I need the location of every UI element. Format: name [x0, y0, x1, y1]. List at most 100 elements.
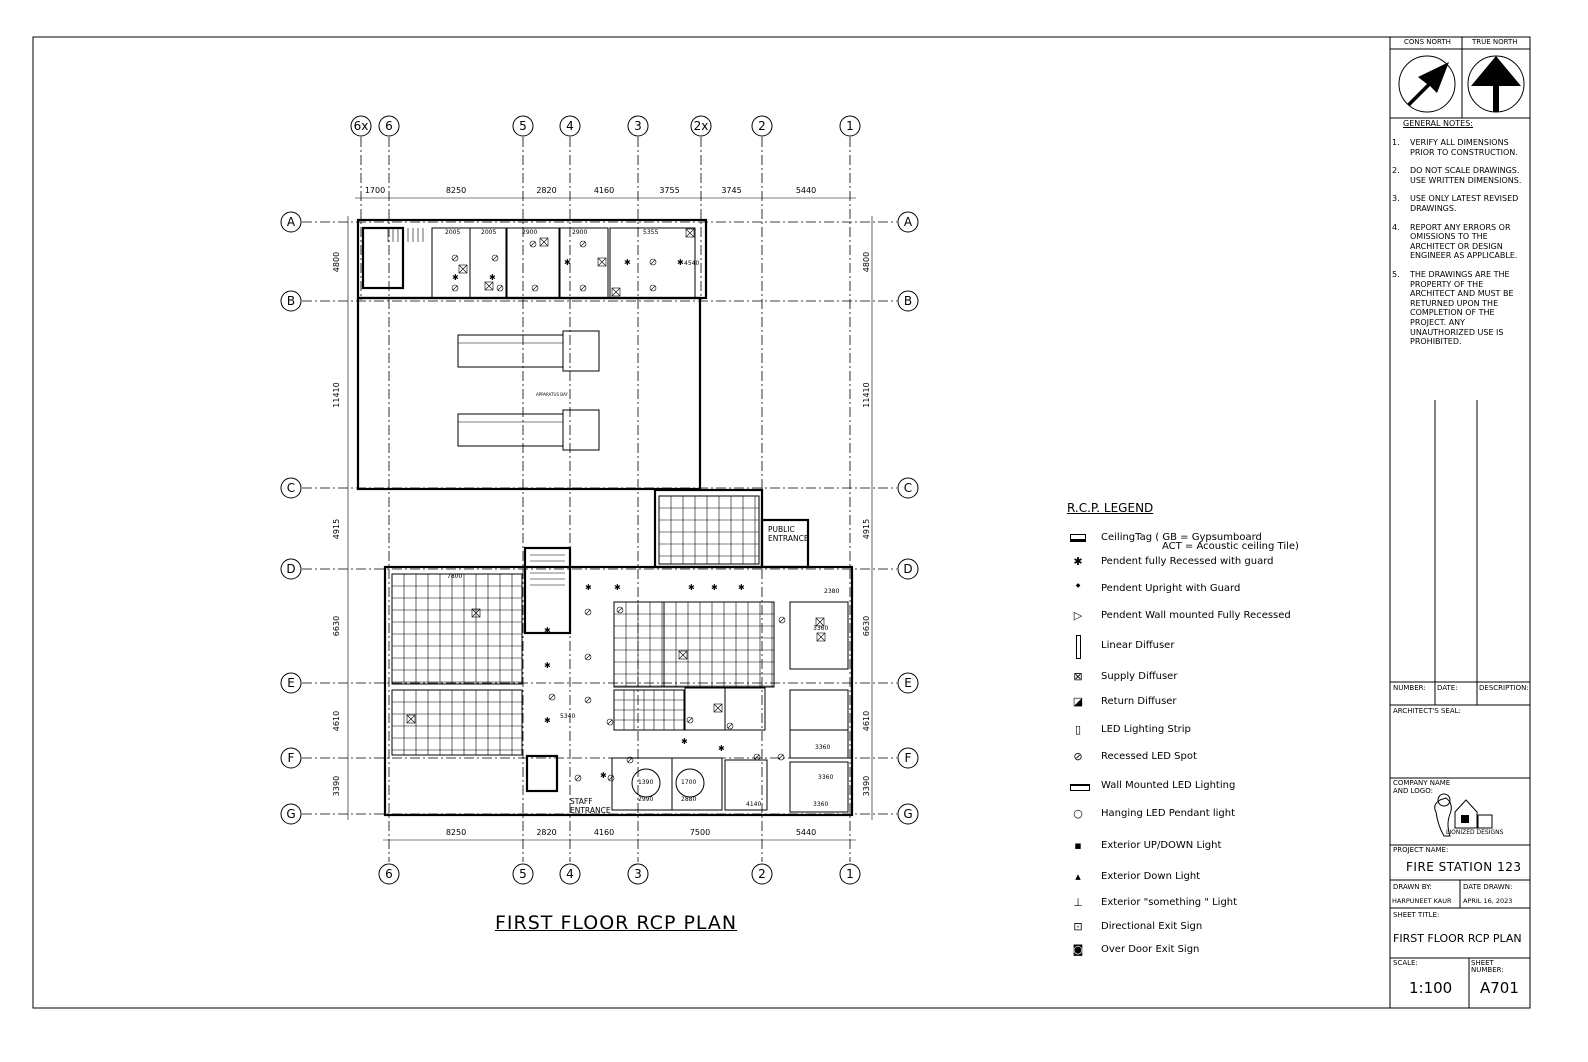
staff-entrance-label: STAFF [570, 797, 593, 806]
pendent-recessed-icon: ✱ [544, 716, 551, 725]
pendent-recessed-icon: ✱ [681, 737, 688, 746]
recessed-led-spot-icon [626, 756, 634, 764]
grid-bubble-right-label: F [904, 751, 912, 765]
pendent-recessed-icon: ✱ [544, 626, 551, 635]
dimension-left: 3390 [332, 775, 341, 797]
title-block-lines [1389, 37, 1530, 1008]
captain-office-1-ceiling [658, 495, 760, 565]
company-logo-icon [1434, 793, 1493, 837]
grid-bubble-bottom [751, 863, 773, 885]
grid-bubble-right-label: A [903, 215, 913, 229]
grid-bubble-right [897, 558, 919, 580]
recessed-led-spot-icon [574, 774, 582, 782]
cons-north-icon [1398, 55, 1456, 113]
drawing-title: FIRST FLOOR RCP PLAN [495, 912, 738, 934]
pendent-recessed-icon: ✱ [624, 258, 631, 267]
spot-mark [779, 617, 785, 623]
grid-bubble-left-label: E [287, 676, 295, 690]
recessed-led-spot-icon [584, 696, 592, 704]
sheet-title: FIRST FLOOR RCP PLAN [1393, 932, 1522, 945]
pendent-recessed-icon: ✱ [452, 273, 459, 282]
grid-bubble-left [280, 803, 302, 825]
recessed-led-spot-icon [649, 284, 657, 292]
dimension-top: 8250 [445, 186, 467, 195]
grid-bubble-bottom [627, 863, 649, 885]
grid-bubble-bottom [512, 863, 534, 885]
grid-bubble-bottom-label: 1 [846, 867, 854, 881]
recessed-led-spot-icon [531, 284, 539, 292]
diffuser-cross [685, 228, 695, 238]
fire-truck-cab [562, 409, 600, 451]
dimension-left: 4915 [332, 518, 341, 539]
public-entrance-vestibule [760, 518, 810, 569]
recessed-led-spot-icon [606, 718, 614, 726]
company-label-2: AND LOGO: [1393, 787, 1433, 795]
grid-bubble-top [627, 115, 649, 137]
supply-diffuser-icon [484, 281, 494, 291]
diffuser-cross [406, 714, 416, 724]
grid-bubble-top [512, 115, 534, 137]
note-text: PROJECT. ANY [1410, 318, 1466, 327]
fire-truck [457, 334, 564, 368]
date-drawn-label: DATE DRAWN: [1463, 883, 1513, 891]
pendent-recessed-icon: ✱ [688, 583, 695, 592]
supply-diffuser-icon [471, 608, 481, 618]
grid-bubble-left [280, 211, 302, 233]
grid-bubble-left [280, 558, 302, 580]
spot-mark [617, 607, 623, 613]
dimension-right: 11410 [862, 381, 871, 408]
recessed-led-spot-icon [451, 284, 459, 292]
note-text: RETURNED UPON THE [1410, 298, 1499, 308]
company-label-1: COMPANY NAME [1393, 779, 1451, 787]
rev-date-label: DATE: [1437, 684, 1458, 692]
supply-diffuser-icon [713, 703, 723, 713]
diffuser-cross [815, 617, 825, 627]
sheet-title-label: SHEET TITLE: [1393, 911, 1440, 919]
grid-bubble-top-label: 3 [634, 119, 642, 133]
supply-diffuser-icon [539, 237, 549, 247]
grid-bubble-top [559, 115, 581, 137]
pendent-recessed-icon: ✱ [564, 258, 571, 267]
grid-bubble-right [897, 211, 919, 233]
grid-bubble-top-label: 6x [353, 119, 369, 133]
grid-bubble-bottom [378, 863, 400, 885]
note-number: 3. [1392, 194, 1400, 204]
legend-item-label: Hanging LED Pendant light [1101, 808, 1235, 819]
grid-bubble-right-label: B [903, 294, 913, 308]
note-number: 1. [1392, 138, 1400, 147]
spot-mark [452, 285, 458, 291]
note-text: DO NOT SCALE DRAWINGS. [1410, 166, 1520, 176]
note-text: PROPERTY OF THE [1410, 279, 1484, 289]
grid-bubble-bottom [839, 863, 861, 885]
grid-bubble-bottom-label: 5 [519, 867, 527, 881]
legend-title: R.C.P. LEGEND [1067, 501, 1154, 515]
room-dimension: 7800 [447, 573, 463, 580]
room [469, 227, 507, 299]
legend-item-label: Wall Mounted LED Lighting [1101, 780, 1236, 791]
fire-prevention-office [391, 573, 523, 685]
grid-bubble-top-label: 6 [385, 119, 393, 133]
dimension-right: 4610 [862, 710, 871, 731]
diffuser-cross [816, 632, 826, 642]
room-dimension: 4540 [684, 260, 700, 267]
dimension-bottom: 2820 [536, 828, 557, 837]
diffuser-cross [611, 287, 621, 297]
dimension-top: 2820 [536, 186, 557, 195]
supply-diffuser-icon [685, 228, 695, 238]
legend-item-label: Supply Diffuser [1101, 671, 1178, 682]
exterior-something-icon: ⊥ [1073, 896, 1083, 909]
supply-diffuser-icon [816, 632, 826, 642]
room-dimension: 1390 [638, 779, 654, 786]
recessed-led-spot-icon [496, 284, 504, 292]
recessed-led-spot-icon [491, 254, 499, 262]
true-north-arrow-icon [1471, 56, 1521, 112]
diffuser-cross [458, 264, 468, 274]
grid-bubble-top-label: 2x [693, 119, 709, 133]
dimension-top: 5440 [795, 186, 817, 195]
grid-bubble-right-label: C [903, 481, 913, 495]
spot-mark [687, 717, 693, 723]
spot-mark [585, 654, 591, 660]
recessed-led-spot-icon [777, 753, 785, 761]
floor-plan: ✱✱✱✱✱✱✱✱✱✱✱✱✱✱✱✱ [280, 115, 919, 885]
note-text: OMISSIONS TO THE [1410, 232, 1488, 242]
